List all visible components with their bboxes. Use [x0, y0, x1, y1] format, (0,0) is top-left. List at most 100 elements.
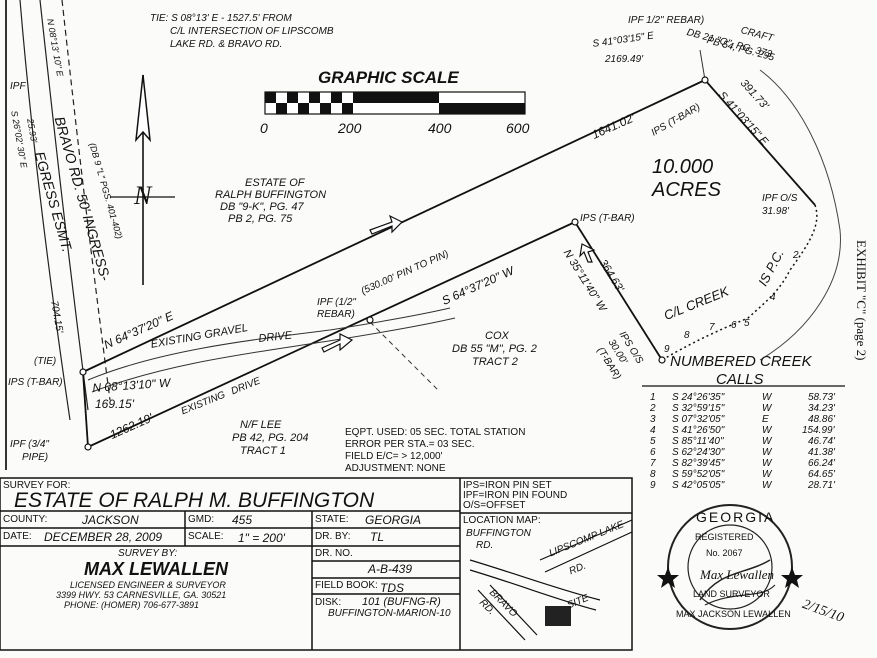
drawn-by-value: TL [370, 530, 385, 544]
top-tie-line [699, 49, 706, 81]
dashed-tie-line [369, 321, 439, 391]
title-block-grid [0, 477, 633, 651]
seal-registered: REGISTERED [695, 532, 754, 542]
svg-text:4: 4 [770, 292, 776, 303]
seal-number: No. 2067 [706, 548, 743, 558]
gmd-value: 455 [232, 513, 253, 527]
equipment-line4: ADJUSTMENT: NONE [345, 463, 446, 474]
scale-tick-400: 400 [428, 120, 452, 136]
seal-name: MAX JACKSON LEWALLEN [676, 609, 791, 619]
tie-note-line1: TIE: S 08°13' E - 1527.5' FROM [150, 13, 292, 24]
pin-tie: (TIE) [34, 356, 57, 367]
date-value: DECEMBER 28, 2009 [44, 530, 163, 544]
owner-cox-db: DB 55 "M", PG. 2 [452, 343, 537, 355]
date-label: DATE: [3, 531, 32, 542]
scale-tick-0: 0 [260, 120, 268, 136]
pin-ipf-34b: PIPE) [22, 452, 49, 463]
seal-state: GEORGIA [696, 509, 776, 525]
field-book-label: FIELD BOOK: [315, 580, 378, 591]
north-arrow-shape [110, 74, 175, 285]
equipment-line3: FIELD E/C= > 12,000' [345, 451, 443, 462]
survey-by-label: SURVEY BY: [118, 548, 178, 559]
equipment-line1: EQPT. USED: 05 SEC. TOTAL STATION [345, 427, 526, 438]
pin-ips-tbar-mid: IPS (T-BAR) [580, 213, 635, 224]
creek-bank-line [759, 69, 841, 361]
west-line-distance: 169.15' [95, 397, 134, 411]
acreage-unit: ACRES [652, 179, 721, 201]
acreage-value: 10.000 [652, 156, 714, 178]
owner-lee-tract: TRACT 1 [240, 445, 286, 457]
estate-label-line4: PB 2, PG. 75 [228, 213, 293, 225]
creek-call-numbers: 2 4 5 6 7 8 9 [664, 250, 799, 355]
pin-ipf-half-top: IPF 1/2" REBAR) [628, 15, 705, 26]
exhibit-label: EXHIBIT "C" (page 2) [854, 240, 869, 361]
creek-calls-title1: NUMBERED CREEK [670, 353, 812, 370]
county-value: JACKSON [82, 513, 139, 527]
seal-role: LAND SURVEYOR [693, 589, 770, 599]
tie-note-line3: LAKE RD. & BRAVO RD. [170, 39, 283, 50]
equipment-line2: ERROR PER STA.= 03 SEC. [345, 439, 475, 450]
surveyor-title: LICENSED ENGINEER & SURVEYOR [70, 580, 226, 590]
pin-ipf-top-left: IPF [10, 81, 26, 92]
disk-value: 101 (BUFNG-R) [362, 596, 441, 608]
bravo-road-lines [19, 0, 111, 421]
disk-label: DISK: [315, 597, 342, 608]
loc-buffington-label: BUFFINGTON [466, 528, 531, 539]
creek-calls-title2: CALLS [716, 371, 764, 388]
loc-rd-label: RD. [476, 540, 494, 551]
state-value: GEORGIA [365, 513, 422, 527]
pin-ipf-os-dist: 31.98' [762, 206, 789, 217]
pin-markers [79, 76, 709, 451]
pin-ipf-os: IPF O/S [762, 193, 798, 204]
scale-value: 1" = 200' [238, 531, 285, 545]
graphic-scale-title: GRAPHIC SCALE [318, 68, 459, 87]
owner-lee: N/F LEE [240, 419, 282, 431]
owner-lee-pb: PB 42, PG. 204 [232, 432, 309, 444]
state-label: STATE: [315, 514, 349, 525]
legend-ipf: IPF=IRON PIN FOUND [463, 490, 568, 501]
top-tie-distance: 2169.49' [605, 54, 644, 65]
svg-text:9: 9 [664, 344, 670, 355]
tie-note-line2: C/L INTERSECTION OF LIPSCOMB [170, 26, 334, 37]
estate-label-line2: RALPH BUFFINGTON [215, 189, 327, 201]
legend-ips: IPS=IRON PIN SET [463, 480, 552, 491]
svg-text:2: 2 [792, 250, 799, 261]
svg-text:7: 7 [709, 322, 715, 333]
owner-cox-tract: TRACT 2 [472, 356, 518, 368]
client-name: ESTATE OF RALPH M. BUFFINGTON [14, 489, 375, 512]
graphic-scale-bar [264, 91, 526, 115]
field-book-value: TDS [380, 581, 404, 595]
svg-text:5: 5 [744, 318, 750, 329]
survey-for-label: SURVEY FOR: [3, 480, 71, 491]
location-map-label: LOCATION MAP: [463, 515, 541, 526]
drawing-number-value: A-B-439 [368, 562, 413, 576]
pin-ips-tbar-w: IPS (T-BAR) [8, 377, 63, 388]
scale-tick-200: 200 [338, 120, 362, 136]
legend-os: O/S=OFFSET [463, 500, 526, 511]
county-label: COUNTY: [3, 514, 48, 525]
pin-ipf-34: IPF (3/4" [10, 439, 49, 450]
scale-label: SCALE: [188, 531, 224, 542]
scale-tick-600: 600 [506, 120, 530, 136]
drawing-number-label: DR. NO. [315, 548, 353, 559]
pin-ipf-half-mid2: REBAR) [317, 309, 355, 320]
gravel-drive-lines [87, 307, 456, 393]
disk-file-value: BUFFINGTON-MARION-10 [328, 608, 451, 619]
gmd-label: GMD: [188, 514, 215, 525]
surveyor-phone: PHONE: (HOMER) 706-677-3891 [64, 600, 200, 610]
owner-cox: COX [485, 330, 509, 342]
location-map-roads [469, 519, 633, 641]
seal-signature: Max Lewallen [700, 567, 775, 582]
surveyor-name: MAX LEWALLEN [84, 559, 228, 579]
north-label: N [134, 181, 152, 210]
surveyor-address: 3399 HWY. 53 CARNESVILLE, GA. 30521 [56, 590, 227, 600]
seal-stars [657, 567, 803, 588]
creek-line [661, 204, 818, 361]
flow-arrows [321, 214, 596, 353]
drawn-by-label: DR. BY: [315, 531, 351, 542]
svg-text:8: 8 [684, 330, 690, 341]
estate-label-line1: ESTATE OF [245, 177, 305, 189]
pin-ipf-half-mid: IPF (1/2" [317, 297, 356, 308]
svg-text:6: 6 [731, 320, 737, 331]
